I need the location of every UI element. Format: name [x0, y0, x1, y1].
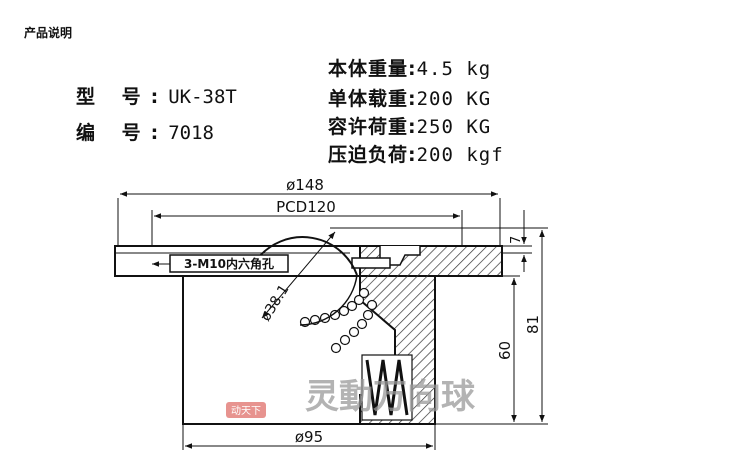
spec-allowable-value: 250 KG [416, 116, 492, 138]
watermark-stamp [226, 402, 266, 418]
spec-compression-value: 200 kgf [416, 144, 504, 166]
spec-model-label: 型 号: [76, 86, 169, 108]
spec-allowable-load: 容许荷重:250 KG [328, 112, 491, 139]
spec-load-value: 200 KG [416, 88, 492, 110]
dim-body-height-text: 60 [496, 341, 514, 360]
dim-flange-diameter: ø148 [117, 176, 501, 248]
dim-flange-thickness: 7 [502, 210, 532, 272]
spec-code: 编 号:7018 [76, 118, 214, 145]
section-title: 产品说明 [24, 26, 73, 40]
dim-body-height: 60 [435, 275, 520, 422]
spec-load: 单体载重:200 KG [328, 84, 491, 111]
dim-total-height: 81 [330, 227, 548, 425]
spec-compression-label: 压迫负荷: [328, 144, 417, 166]
dim-flange-diameter-text: ø148 [286, 176, 324, 194]
spec-allowable-label: 容许荷重: [328, 116, 417, 138]
dim-total-height-text: 81 [524, 315, 542, 334]
dim-body-diameter: ø95 [182, 424, 436, 450]
spec-code-value: 7018 [168, 122, 214, 144]
spec-compression: 压迫负荷:200 kgf [328, 140, 504, 167]
bearing-balls [299, 287, 378, 354]
spring [361, 354, 413, 421]
watermark-stamp-text: 动天下 [231, 405, 261, 417]
hole-callout: 3-M10内六角孔 [152, 254, 289, 273]
spec-weight-label: 本体重量: [328, 58, 417, 80]
dim-pcd-text: PCD120 [276, 198, 336, 216]
section-view [299, 245, 503, 425]
dim-flange-thickness-text: 7 [509, 236, 524, 244]
hole-callout-text: 3-M10内六角孔 [184, 256, 274, 271]
watermark: 灵動万向球 动天下 [226, 377, 476, 418]
spec-model-value: UK-38T [168, 86, 237, 108]
spec-weight: 本体重量:4.5 kg [328, 54, 491, 81]
dim-body-diameter-text: ø95 [295, 428, 323, 446]
spec-load-label: 单体载重: [328, 88, 417, 110]
spec-model: 型 号:UK-38T [76, 82, 237, 109]
watermark-text: 灵動万向球 [305, 377, 476, 417]
spec-weight-value: 4.5 kg [416, 58, 492, 80]
spec-code-label: 编 号: [76, 122, 169, 144]
dim-pcd: PCD120 [151, 198, 463, 255]
